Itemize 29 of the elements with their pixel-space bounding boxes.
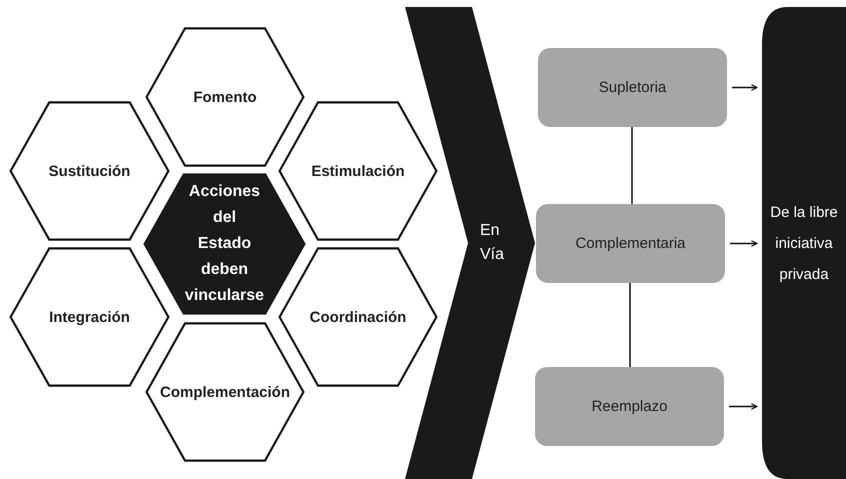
connector-line [631, 127, 633, 204]
node-label: Complementación [160, 384, 290, 400]
hexagon [278, 247, 438, 387]
node-label: Supletoria [598, 79, 666, 96]
node-label: Reemplazo [592, 398, 668, 415]
connector-line [629, 283, 631, 367]
node-label: Fomento [193, 88, 257, 106]
hexagon [143, 173, 306, 315]
node-label: Integración [49, 308, 130, 326]
hexagon [9, 247, 170, 387]
rounded-box [536, 204, 725, 283]
node-label: Estimulación [311, 162, 405, 180]
node-label: Complementaria [575, 235, 686, 252]
node-label: En Vía [480, 221, 506, 265]
rounded-box [538, 48, 727, 127]
chevron-band [405, 7, 535, 479]
arrow [732, 84, 758, 91]
hexagon [278, 101, 438, 241]
rounded-panel [762, 7, 846, 479]
hexagon [9, 101, 170, 241]
node-label: Sustitución [48, 162, 130, 180]
node-label: Acciones del Estado deben vincularse [184, 182, 264, 306]
node-label: De la libre iniciativa privada [769, 202, 839, 284]
hexagon [145, 322, 305, 462]
node-label: Coordinación [310, 308, 406, 326]
rounded-box [535, 367, 724, 446]
hexagon [145, 27, 305, 167]
arrow [729, 403, 758, 410]
arrow [730, 240, 758, 247]
